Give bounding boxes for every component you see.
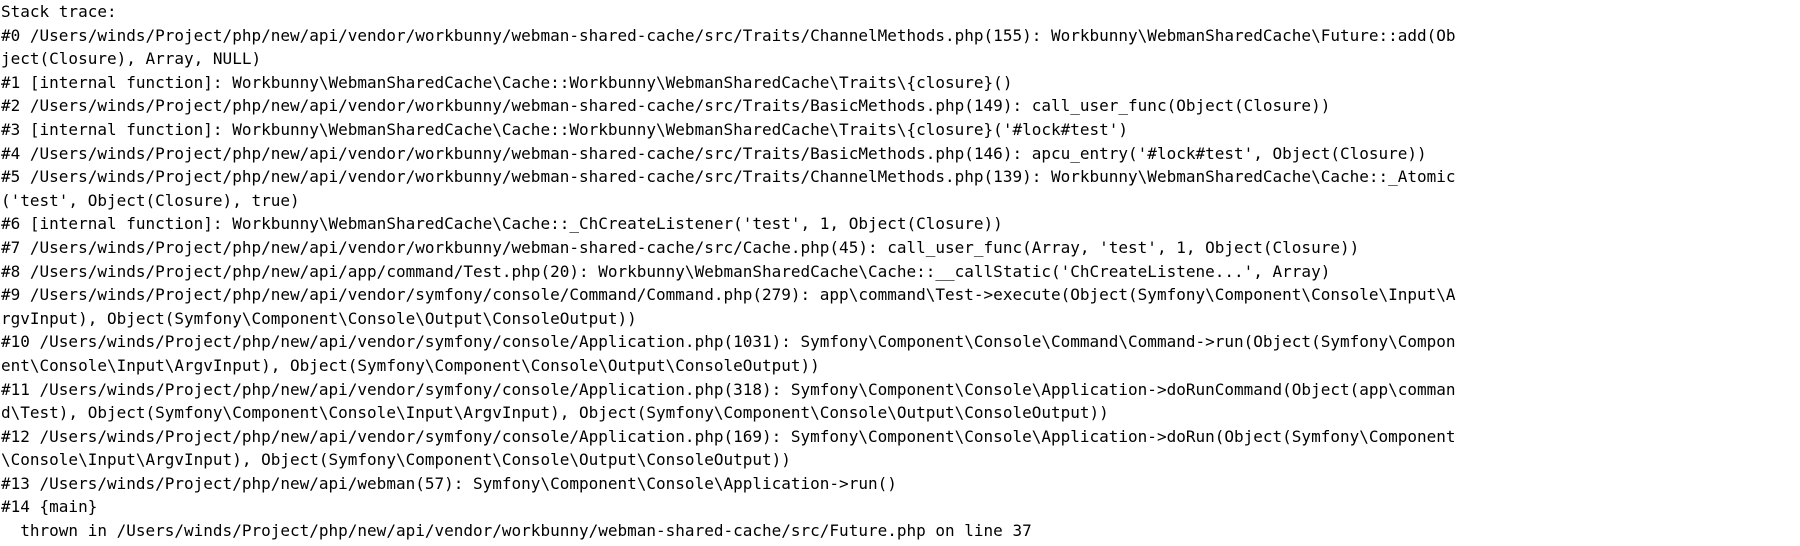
terminal-line: rgvInput), Object(Symfony\Component\Cons… xyxy=(1,308,637,328)
terminal-line: ject(Closure), Array, NULL) xyxy=(1,49,262,69)
terminal-line: #0 /Users/winds/Project/php/new/api/vend… xyxy=(1,25,1456,45)
terminal-line: #14 {main} xyxy=(1,497,98,517)
terminal-line: #2 /Users/winds/Project/php/new/api/vend… xyxy=(1,96,1331,116)
terminal-line: \Console\Input\ArgvInput), Object(Symfon… xyxy=(1,450,791,470)
terminal-line: d\Test), Object(Symfony\Component\Consol… xyxy=(1,403,1109,423)
terminal-line: Stack trace: xyxy=(1,2,117,21)
terminal-line: #5 /Users/winds/Project/php/new/api/vend… xyxy=(1,167,1456,187)
terminal-line: #7 /Users/winds/Project/php/new/api/vend… xyxy=(1,237,1360,257)
terminal-line: #8 /Users/winds/Project/php/new/api/app/… xyxy=(1,261,1331,281)
terminal-line: #12 /Users/winds/Project/php/new/api/ven… xyxy=(1,426,1456,446)
terminal-line: #6 [internal function]: Workbunny\Webman… xyxy=(1,214,1003,234)
terminal-line: #4 /Users/winds/Project/php/new/api/vend… xyxy=(1,143,1427,163)
terminal-line: #1 [internal function]: Workbunny\Webman… xyxy=(1,72,1013,92)
terminal-line: ('test', Object(Closure), true) xyxy=(1,190,300,210)
terminal-line: #3 [internal function]: Workbunny\Webman… xyxy=(1,119,1129,139)
terminal-line: thrown in /Users/winds/Project/php/new/a… xyxy=(1,521,1032,541)
terminal-line: ent\Console\Input\ArgvInput), Object(Sym… xyxy=(1,355,820,375)
terminal-line: #13 /Users/winds/Project/php/new/api/web… xyxy=(1,473,897,493)
terminal-line: #9 /Users/winds/Project/php/new/api/vend… xyxy=(1,285,1456,305)
terminal-line: #10 /Users/winds/Project/php/new/api/ven… xyxy=(1,332,1456,352)
terminal-line: #11 /Users/winds/Project/php/new/api/ven… xyxy=(1,379,1456,399)
